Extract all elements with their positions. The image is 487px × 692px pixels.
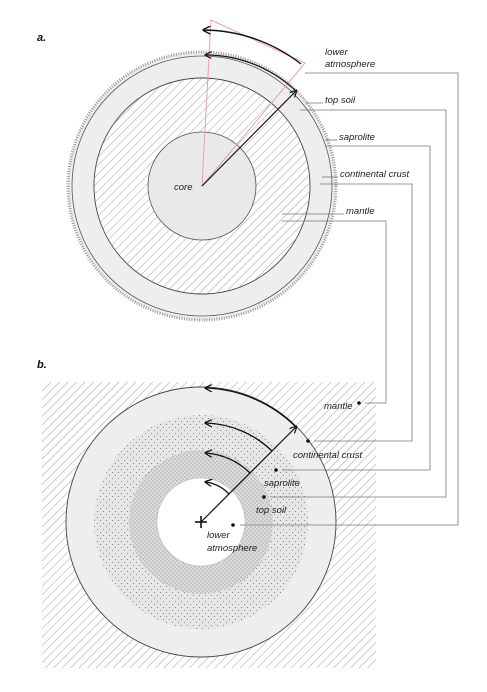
panel-b-top-soil-label: top soil <box>256 505 287 516</box>
panel-b-arc-arrow-1 <box>206 388 297 428</box>
connector-top-soil <box>270 109 447 498</box>
panel-a-lower-atmosphere-label-1: lower <box>325 47 349 58</box>
connector-continental-crust <box>314 183 413 442</box>
panel-a-arc-arrow-outer <box>204 30 302 65</box>
panel-a-lower-atmosphere-label-2: atmosphere <box>325 59 375 70</box>
panel-b-lower-atmosphere-label-2: atmosphere <box>207 543 257 554</box>
panel-b-continental-crust-label: continental crust <box>293 450 363 461</box>
panel-a-top-soil-label: top soil <box>325 95 356 106</box>
panel-a-mantle-label: mantle <box>346 206 375 217</box>
panel-b-label: b. <box>37 359 47 371</box>
panel-a-radius-arrow <box>201 91 296 187</box>
panel-b-top-soil-dot <box>262 495 266 499</box>
panel-b-arc-arrow-3 <box>206 453 251 474</box>
panel-a-saprolite-label: saprolite <box>339 132 375 143</box>
panel-a-wedge <box>201 19 306 187</box>
panel-a-core-label: core <box>174 182 192 193</box>
connector-mantle <box>282 220 387 404</box>
connector-saprolite <box>282 145 431 471</box>
panel-b-arc-arrow-2 <box>206 423 273 452</box>
panel-b-atmosphere-dot <box>231 523 235 527</box>
panel-b-lower-atmosphere-label-1: lower <box>207 530 231 541</box>
panel-b-mantle-label: mantle <box>324 401 353 412</box>
panel-b-arc-arrow-4 <box>206 482 230 495</box>
panel-b-saprolite-dot <box>274 468 278 472</box>
panel-a-label: a. <box>37 32 46 44</box>
panel-b-radius-arrow <box>200 427 296 523</box>
connector-lines <box>240 72 459 526</box>
panel-a-continental-crust-label: continental crust <box>340 169 410 180</box>
connector-lower-atmosphere <box>240 72 459 526</box>
panel-b-mantle-dot <box>357 401 361 405</box>
panel-b-saprolite-label: saprolite <box>264 478 300 489</box>
panel-b-crust-dot <box>306 439 310 443</box>
panel-a-arc-arrow-inner <box>206 55 297 92</box>
